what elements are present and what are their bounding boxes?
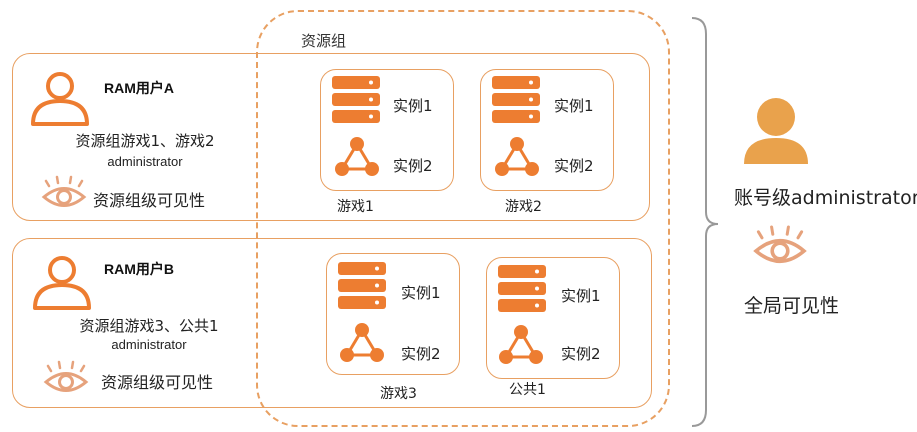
instance-label: 实例1: [554, 97, 594, 115]
resource-group-title: 资源组: [301, 32, 347, 50]
person-outline-icon: [31, 72, 89, 126]
game-name: 游戏3: [380, 386, 417, 402]
user-a-role: administrator: [107, 154, 183, 169]
user-a-visibility: 资源组级可见性: [93, 191, 206, 210]
brace-bracket: [691, 17, 719, 427]
user-a-scope: 资源组游戏1、游戏2: [75, 132, 215, 150]
person-outline-icon: [33, 256, 91, 310]
game-name: 游戏1: [337, 199, 374, 215]
resource-group-boundary: [256, 10, 670, 427]
network-icon: [497, 323, 545, 366]
instance-label: 实例2: [393, 157, 433, 175]
person-filled-icon: [744, 98, 808, 164]
account-role: 账号级administrator: [734, 187, 917, 209]
instance-label: 实例1: [401, 284, 441, 302]
server-icon: [492, 76, 540, 123]
user-b-scope: 资源组游戏3、公共1: [79, 317, 219, 335]
user-b-role: administrator: [111, 337, 187, 352]
user-b-visibility: 资源组级可见性: [101, 373, 214, 392]
instance-label: 实例1: [393, 97, 433, 115]
game-name: 公共1: [509, 382, 546, 398]
eye-icon: [42, 175, 86, 207]
instance-label: 实例1: [561, 287, 601, 305]
instance-label: 实例2: [561, 345, 601, 363]
account-visibility: 全局可见性: [744, 295, 840, 317]
server-icon: [498, 265, 546, 312]
eye-icon: [44, 360, 88, 392]
server-icon: [338, 262, 386, 309]
instance-label: 实例2: [401, 345, 441, 363]
network-icon: [338, 321, 386, 364]
network-icon: [333, 135, 381, 178]
network-icon: [493, 135, 541, 178]
user-panel-b: [12, 238, 652, 408]
user-b-name: RAM用户B: [104, 261, 174, 277]
user-panel-a: [12, 53, 650, 221]
game-name: 游戏2: [505, 199, 542, 215]
user-a-name: RAM用户A: [104, 80, 174, 96]
instance-label: 实例2: [554, 157, 594, 175]
server-icon: [332, 76, 380, 123]
eye-icon: [754, 225, 806, 264]
